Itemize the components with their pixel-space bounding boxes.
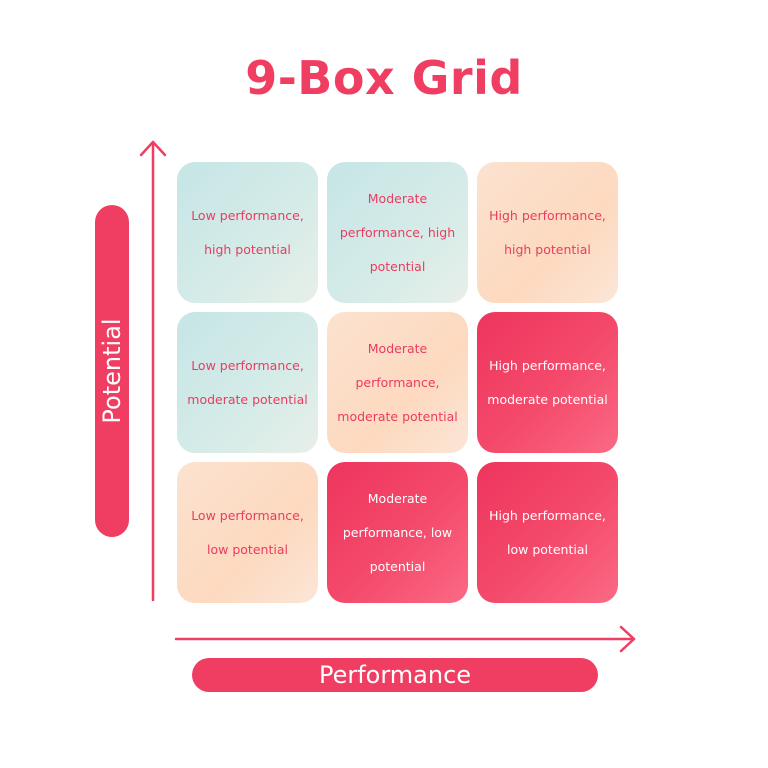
grid-cell-label: High performance, moderate potential [487, 357, 608, 407]
grid-cell-high-perf-mod-pot: High performance, moderate potential [477, 312, 618, 453]
grid-cell-high-perf-high-pot: High performance, high potential [477, 162, 618, 303]
grid-cell-high-perf-low-pot: High performance, low potential [477, 462, 618, 603]
grid-cell-mod-perf-high-pot: Moderate performance, high potential [327, 162, 468, 303]
grid-cell-mod-perf-low-pot: Moderate performance, low potential [327, 462, 468, 603]
x-axis-label: Performance [318, 661, 472, 689]
y-axis-label-pill: Potential [95, 205, 129, 537]
grid-cell-label: Low performance, high potential [191, 207, 304, 257]
grid-cell-label: Moderate performance, moderate potential [337, 340, 458, 424]
x-axis-arrow-icon [174, 625, 636, 653]
x-axis-label-pill: Performance [192, 658, 598, 692]
grid-cell-mod-perf-mod-pot: Moderate performance, moderate potential [327, 312, 468, 453]
y-axis-arrow-icon [139, 140, 167, 602]
grid-cell-low-perf-low-pot: Low performance, low potential [177, 462, 318, 603]
grid-cell-label: High performance, high potential [489, 207, 606, 257]
y-axis-label: Potential [98, 318, 126, 424]
page-title: 9-Box Grid [245, 51, 523, 105]
grid-cell-label: High performance, low potential [489, 507, 606, 557]
grid-cell-label: Low performance, moderate potential [187, 357, 308, 407]
grid-cell-label: Low performance, low potential [191, 507, 304, 557]
grid-cell-label: Moderate performance, low potential [342, 490, 453, 574]
grid-cell-low-perf-mod-pot: Low performance, moderate potential [177, 312, 318, 453]
grid-cell-low-perf-high-pot: Low performance, high potential [177, 162, 318, 303]
grid-cell-label: Moderate performance, high potential [339, 190, 456, 274]
nine-box-grid: Low performance, high potential Moderate… [177, 162, 618, 603]
